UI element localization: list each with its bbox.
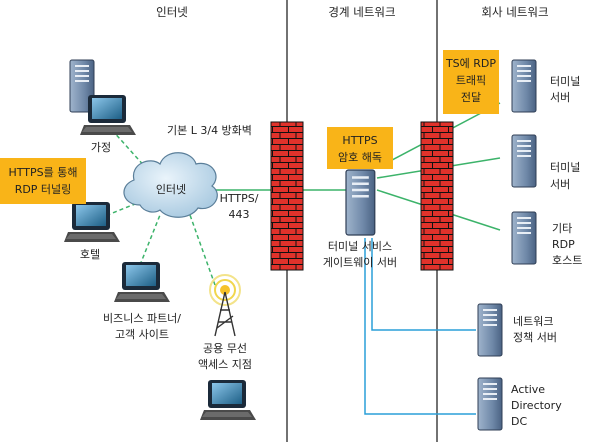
zone-corporate-title: 회사 네트워크	[481, 5, 548, 19]
nps-label-line1: 네트워크	[513, 315, 553, 328]
tunnel-callout-line1: HTTPS를 통해	[9, 165, 78, 179]
forward-callout-line2: 트래픽	[456, 74, 486, 87]
ts1-label-line1: 터미널	[550, 75, 580, 88]
partner-label-line1: 비즈니스 파트너/	[103, 312, 181, 325]
forward-callout: TS에 RDP 트래픽 전달	[443, 50, 499, 114]
forward-callout-line3: 전달	[461, 91, 481, 104]
decrypt-callout: HTTPS 암호 해독	[327, 127, 393, 169]
decrypt-callout-line2: 암호 해독	[338, 150, 382, 164]
tunnel-callout: HTTPS를 통해 RDP 터널링	[0, 158, 86, 204]
network-policy-server-icon	[477, 303, 503, 357]
https-port-line2: 443	[229, 208, 250, 221]
decrypt-callout-line1: HTTPS	[342, 134, 377, 147]
gateway-server-icon	[345, 169, 376, 236]
home-laptop-icon	[80, 95, 136, 135]
tunnel-callout-line2: RDP 터널링	[15, 183, 72, 196]
home-label: 가정	[91, 141, 111, 154]
zone-perimeter-title: 경계 네트워크	[328, 5, 395, 19]
terminal-server-1-icon	[511, 59, 537, 113]
partner-label-line2: 고객 사이트	[115, 328, 169, 341]
zone-internet-title: 인터넷	[156, 5, 188, 19]
rdp-host-icon	[511, 211, 537, 265]
partner-laptop-icon	[114, 262, 170, 302]
ad-label-line1: Active	[511, 383, 545, 396]
wifi-label-line2: 액세스 지점	[198, 358, 252, 371]
https-port-line1: HTTPS/	[220, 192, 259, 205]
terminal-server-2-icon	[511, 134, 537, 188]
hotel-laptop-icon	[64, 202, 120, 242]
remote-laptop-icon	[200, 380, 256, 420]
nps-label-line2: 정책 서버	[513, 331, 557, 344]
gateway-label-line2: 게이트웨이 서버	[323, 256, 397, 269]
ad-label-line2: Directory	[511, 399, 562, 412]
firewall-right-icon	[420, 121, 454, 271]
blue-links	[364, 238, 476, 415]
ad-label-line3: DC	[511, 415, 527, 428]
forward-callout-line1: TS에 RDP	[445, 57, 496, 70]
wifi-label-line1: 공용 무선	[203, 342, 247, 355]
rdp-label-line3: 호스트	[552, 254, 582, 267]
ts1-label-line2: 서버	[550, 91, 570, 104]
cloud-label: 인터넷	[156, 183, 186, 196]
gateway-label-line1: 터미널 서비스	[328, 240, 392, 253]
firewall-left-icon	[270, 121, 304, 271]
wireless-tower-icon	[209, 274, 241, 337]
ts2-label-line1: 터미널	[550, 161, 580, 174]
cloud-icon	[123, 152, 218, 218]
rdp-label-line2: RDP	[552, 238, 575, 251]
ts2-label-line2: 서버	[550, 178, 570, 191]
active-directory-server-icon	[477, 377, 503, 431]
rdp-label-line1: 기타	[552, 222, 572, 235]
hotel-label: 호텔	[80, 248, 100, 261]
firewall-label: 기본 L 3/4 방화벽	[167, 124, 252, 137]
